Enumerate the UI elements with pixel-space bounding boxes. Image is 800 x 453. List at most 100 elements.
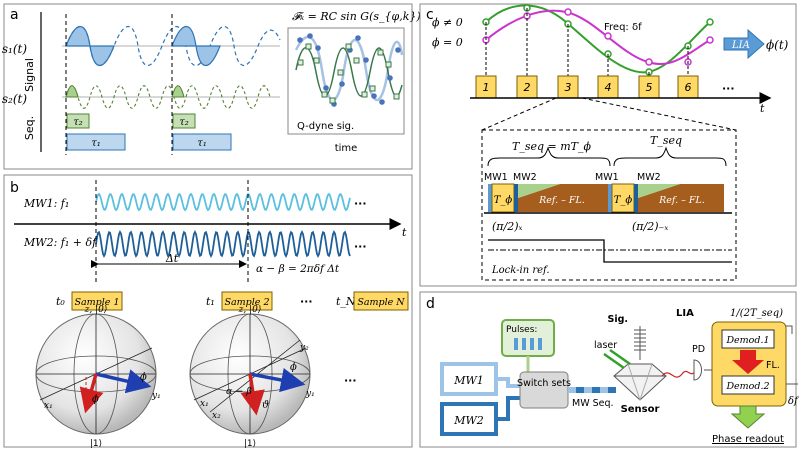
svg-text:t_N: t_N — [336, 295, 356, 308]
svg-text:x₂: x₂ — [212, 411, 221, 421]
qdyne-label: Q-dyne sig. — [297, 121, 354, 132]
svg-text:t₁: t₁ — [206, 295, 215, 308]
curve-points — [482, 4, 714, 76]
svg-text:Sig.: Sig. — [607, 314, 628, 325]
svg-text:Switch sets: Switch sets — [517, 378, 571, 389]
svg-text:τ₂: τ₂ — [179, 117, 189, 128]
svg-text:Sample 1: Sample 1 — [75, 297, 120, 308]
svg-text:y₂: y₂ — [299, 343, 309, 353]
svg-text:PD: PD — [692, 344, 705, 355]
svg-text:T_seq: T_seq — [650, 134, 682, 147]
s2-solid-pulse-2 — [171, 85, 185, 98]
sample-number-4: 4 — [605, 81, 612, 94]
svg-text:Phase readout: Phase readout — [712, 434, 784, 445]
demod2-box — [721, 375, 775, 395]
svg-text:Demod.2: Demod.2 — [725, 381, 769, 392]
svg-text:ϕ: ϕ — [290, 362, 297, 373]
svg-text:···: ··· — [354, 197, 367, 210]
signal-coil — [634, 329, 646, 351]
svg-text:|1⟩: |1⟩ — [90, 439, 102, 449]
svg-text:1/(2T_seq): 1/(2T_seq) — [730, 308, 783, 319]
panel-d: d Pulses: MW1 MW2 Switch sets MW Seq. Se… — [419, 291, 800, 448]
tau1-box-2 — [172, 133, 232, 151]
svg-text:ϕ: ϕ — [140, 372, 147, 383]
panel-a-letter: a — [10, 7, 19, 23]
sample-1-box — [71, 291, 123, 311]
zoom-box — [481, 129, 737, 281]
demod1-box — [721, 329, 775, 349]
sample-n-box — [353, 291, 409, 311]
svg-text:T_ϕ: T_ϕ — [494, 195, 513, 206]
svg-text:MW1: MW1 — [453, 374, 484, 387]
svg-text:|1⟩: |1⟩ — [244, 439, 256, 449]
qdyne-blue-dots — [297, 33, 401, 107]
photodiode — [693, 359, 702, 381]
svg-text:α − β: α − β — [226, 386, 252, 397]
s2-solid-pulse-1 — [65, 85, 79, 98]
svg-text:laser: laser — [594, 340, 617, 351]
svg-text:MW Seq.: MW Seq. — [572, 398, 614, 409]
sample-number-2: 2 — [524, 81, 531, 94]
svg-text:Lock-in ref.: Lock-in ref. — [491, 265, 550, 276]
bloch-sphere-2: z, |0⟩ |1⟩ x₁ x₂ y₂ y₁ ϕ ϑ α − β — [189, 305, 315, 449]
svg-text:y₁: y₁ — [305, 389, 315, 399]
tau2-box-1 — [66, 113, 90, 129]
fl-arrow — [732, 350, 764, 374]
svg-text:z, |0⟩: z, |0⟩ — [238, 305, 262, 315]
svg-text:MW2: MW2 — [513, 172, 537, 183]
blue-state-vector — [95, 369, 152, 394]
svg-text:ϑ: ϑ — [262, 400, 269, 411]
mw1-label: MW1: f₁ — [23, 197, 69, 210]
svg-text:τ₂: τ₂ — [73, 117, 83, 128]
svg-text:T_seq = mT_ϕ: T_seq = mT_ϕ — [512, 140, 592, 153]
sample-number-5: 5 — [646, 81, 653, 94]
ref-fl-block-2 — [638, 184, 724, 212]
svg-text:···: ··· — [300, 295, 313, 308]
panel-a: a Signal Seq. s₁(t) s₂(t) τ₂ τ₁ τ₂ τ₁ 𝓕ₖ… — [2, 3, 421, 170]
red-state-vector — [79, 373, 104, 414]
sample-2-box — [221, 291, 273, 311]
diamond-sensor — [613, 363, 667, 401]
svg-text:Sensor: Sensor — [621, 404, 660, 415]
mw2-waveform — [95, 229, 351, 259]
svg-text:ϕ: ϕ — [92, 394, 99, 405]
svg-text:···: ··· — [354, 240, 367, 253]
svg-text:Ref. – FL.: Ref. – FL. — [658, 195, 705, 206]
svg-text:ϕ = 0: ϕ = 0 — [432, 36, 463, 49]
sample-number-6: 6 — [685, 81, 692, 94]
svg-text:FL.: FL. — [766, 360, 780, 371]
lia-arrow — [723, 28, 765, 60]
panel-b: b MW1: f₁ MW2: f₁ + δf ··· ··· t Δt α − … — [3, 174, 413, 449]
time-label: time — [335, 143, 358, 154]
svg-text:Δt: Δt — [165, 252, 179, 265]
svg-text:Sample N: Sample N — [357, 297, 405, 308]
mw1-waveform — [95, 192, 351, 212]
bloch-sphere-1: z, |0⟩ |1⟩ x₁ y₁ ϕ ϕ — [35, 305, 161, 449]
svg-text:δf: δf — [788, 396, 800, 407]
svg-text:Pulses:: Pulses: — [506, 325, 537, 335]
svg-text:(π/2)₋ₓ: (π/2)₋ₓ — [632, 220, 668, 233]
svg-text:MW1: MW1 — [484, 172, 508, 183]
seq-axis-label: Seq. — [23, 116, 36, 140]
blue-state-vector-2 — [249, 368, 306, 393]
sample-number-1: 1 — [483, 81, 490, 94]
ref-fl-block-1 — [518, 184, 608, 212]
svg-text:(π/2)ₓ: (π/2)ₓ — [492, 220, 523, 233]
s1-dashed-wave — [65, 26, 281, 66]
panel-d-letter: d — [426, 296, 435, 312]
mw2-label: MW2: f₁ + δf — [23, 236, 98, 249]
sample-number-boxes: 1 2 3 4 5 6 — [475, 8, 699, 99]
sample-number-3: 3 — [565, 81, 572, 94]
svg-text:x₁: x₁ — [44, 401, 53, 411]
svg-text:x₁: x₁ — [200, 399, 209, 409]
svg-text:LIA: LIA — [676, 308, 694, 319]
signal-axis-label: Signal — [23, 58, 36, 92]
panel-b-letter: b — [10, 180, 19, 196]
svg-text:z, |0⟩: z, |0⟩ — [84, 305, 108, 315]
svg-text:MW2: MW2 — [453, 414, 484, 427]
svg-text:Ref. – FL.: Ref. – FL. — [538, 195, 585, 206]
svg-text:···: ··· — [722, 82, 735, 95]
tau2-box-2 — [172, 113, 196, 129]
